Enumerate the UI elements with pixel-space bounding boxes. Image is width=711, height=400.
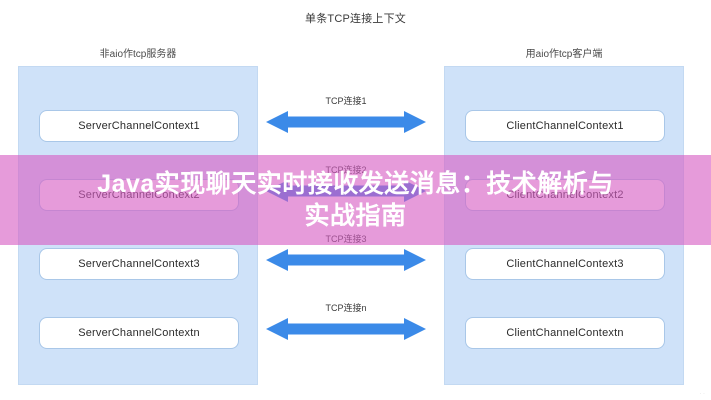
watermark-text: · ·	[699, 391, 705, 397]
connection-label-1: TCP连接1	[325, 96, 367, 106]
bidirectional-arrow-icon	[266, 318, 426, 340]
server-context-box-n[interactable]: ServerChannelContextn	[39, 317, 239, 349]
client-context-box-1[interactable]: ClientChannelContext1	[465, 110, 665, 142]
diagram-title: 单条TCP连接上下文	[305, 13, 406, 25]
connection-row-1: TCP连接1	[266, 94, 426, 140]
overlay-title-line-1: Java实现聊天实时接收发送消息：技术解析与	[97, 170, 614, 198]
left-column-caption: 非aio作tcp服务器	[99, 49, 177, 60]
overlay-title-line-2: 实战指南	[304, 202, 407, 230]
bidirectional-arrow-icon	[266, 249, 426, 271]
server-context-box-3[interactable]: ServerChannelContext3	[39, 248, 239, 280]
connection-label-n: TCP连接n	[325, 303, 367, 313]
server-context-box-1[interactable]: ServerChannelContext1	[39, 110, 239, 142]
right-column-caption: 用aio作tcp客户端	[525, 49, 603, 60]
client-context-box-n[interactable]: ClientChannelContextn	[465, 317, 665, 349]
bidirectional-arrow-icon	[266, 111, 426, 133]
client-context-box-3[interactable]: ClientChannelContext3	[465, 248, 665, 280]
connection-row-n: TCP连接n	[266, 301, 426, 347]
overlay-title-banner: Java实现聊天实时接收发送消息：技术解析与 实战指南	[0, 155, 711, 245]
